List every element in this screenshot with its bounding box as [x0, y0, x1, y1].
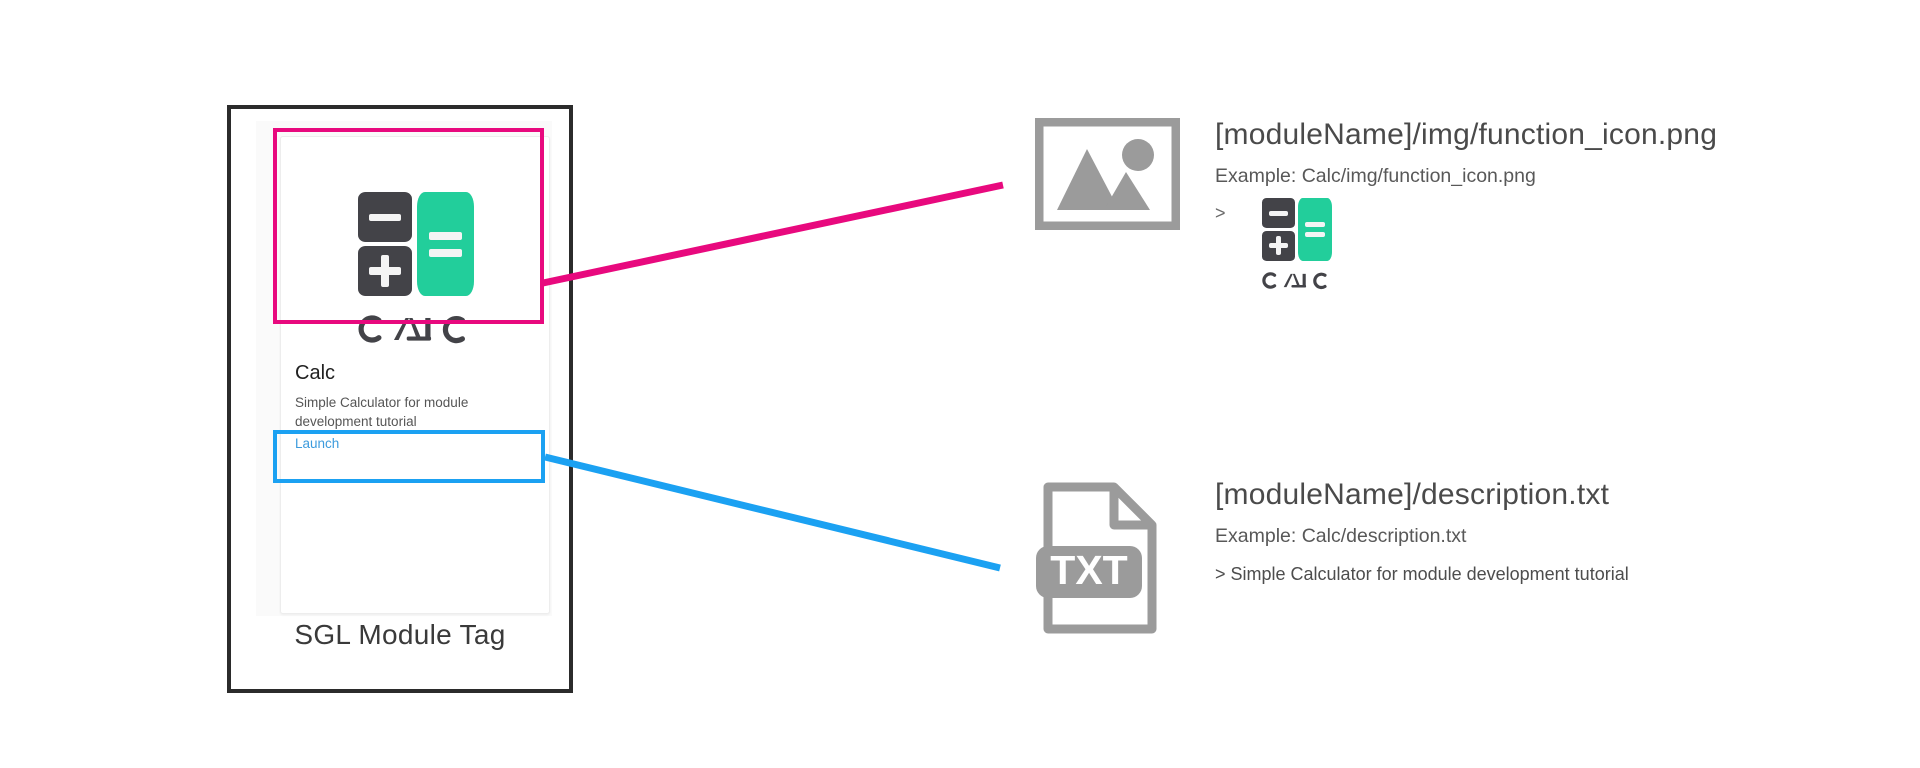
plus-glyph-v	[1275, 235, 1281, 255]
module-card[interactable]: Calc Simple Calculator for module develo…	[280, 136, 550, 614]
minus-glyph	[1268, 210, 1288, 216]
pink-connector-line	[542, 181, 1004, 287]
calc-minus-key	[358, 192, 412, 242]
blue-connector-line	[544, 453, 1001, 572]
image-panel-example: Example: Calc/img/function_icon.png	[1215, 164, 1536, 187]
txt-file-icon: TXT	[1036, 482, 1157, 634]
plus-glyph-v	[381, 255, 389, 287]
equals-glyph-bottom	[429, 249, 462, 257]
module-tag-frame: Calc Simple Calculator for module develo…	[227, 105, 573, 693]
txt-icon-label: TXT	[1050, 547, 1127, 593]
text-panel-example: Example: Calc/description.txt	[1215, 524, 1467, 547]
module-card-description: Simple Calculator for module development…	[295, 395, 469, 430]
equals-glyph-bottom	[1304, 231, 1325, 237]
minus-glyph	[369, 214, 401, 221]
module-card-icon-area	[281, 137, 551, 407]
calc-logo	[358, 192, 474, 352]
module-tag-caption: SGL Module Tag	[294, 619, 506, 650]
image-panel-preview-row: >	[1215, 197, 1915, 294]
equals-glyph-top	[429, 232, 462, 240]
calc-minus-key	[1261, 197, 1295, 228]
calc-logo-preview	[1261, 197, 1332, 294]
calc-wordmark-preview	[1261, 271, 1327, 289]
calc-plus-key	[358, 246, 412, 296]
text-panel-title: [moduleName]/description.txt	[1215, 478, 1610, 511]
calc-equals-key	[417, 192, 474, 296]
module-card-title: Calc	[295, 362, 336, 384]
image-panel-body: [moduleName]/img/function_icon.png Examp…	[1215, 118, 1915, 294]
module-card-shell: Calc Simple Calculator for module develo…	[256, 121, 552, 616]
module-card-launch-link[interactable]: Launch	[295, 436, 340, 451]
text-panel-body: [moduleName]/description.txt Example: Ca…	[1215, 478, 1915, 585]
text-panel-output: > Simple Calculator for module developme…	[1215, 563, 1629, 584]
image-panel-title: [moduleName]/img/function_icon.png	[1215, 118, 1718, 151]
equals-glyph-top	[1304, 221, 1325, 227]
calc-wordmark	[358, 315, 466, 344]
calc-equals-key	[1297, 197, 1332, 261]
chevron-right-icon: >	[1215, 202, 1226, 223]
calc-plus-key	[1261, 230, 1295, 261]
image-placeholder-icon	[1035, 118, 1180, 230]
